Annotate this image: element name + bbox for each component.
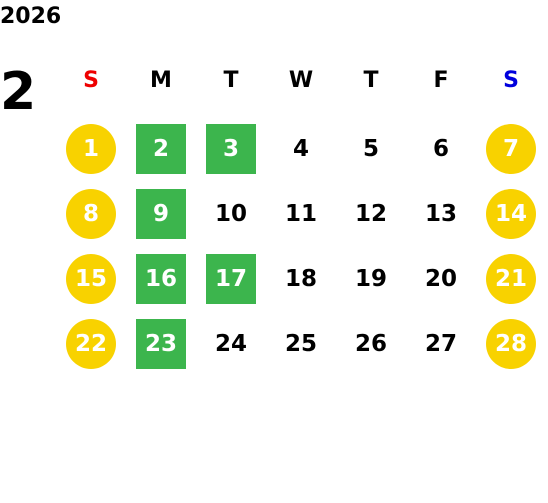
- day-cell: 21: [486, 254, 536, 304]
- day-cell: 23: [136, 319, 186, 369]
- weekday-header: M: [150, 67, 172, 93]
- day-cell: 3: [206, 124, 256, 174]
- day-cell: 25: [284, 331, 317, 357]
- day-cell: 9: [136, 189, 186, 239]
- day-cell: 26: [354, 331, 387, 357]
- day-cell: 2: [136, 124, 186, 174]
- day-cell: 14: [486, 189, 536, 239]
- day-cell: 11: [284, 201, 317, 227]
- day-cell: 1: [66, 124, 116, 174]
- day-cell: 5: [362, 136, 379, 162]
- day-cell: 19: [354, 266, 387, 292]
- day-cell: 7: [486, 124, 536, 174]
- day-cell: 20: [424, 266, 457, 292]
- month-number: 2: [0, 62, 37, 122]
- weekday-header: S: [503, 67, 519, 93]
- day-cell: 8: [66, 189, 116, 239]
- weekday-header: F: [433, 67, 449, 93]
- weekday-header: T: [223, 67, 239, 93]
- year-label: 2026: [0, 4, 62, 29]
- day-cell: 4: [292, 136, 309, 162]
- weekday-header: W: [288, 67, 314, 93]
- day-cell: 12: [354, 201, 387, 227]
- day-cell: 13: [424, 201, 457, 227]
- weekday-header: T: [363, 67, 379, 93]
- day-cell: 6: [432, 136, 449, 162]
- day-cell: 10: [214, 201, 247, 227]
- day-cell: 22: [66, 319, 116, 369]
- weekday-header: S: [83, 67, 99, 93]
- day-cell: 17: [206, 254, 256, 304]
- day-cell: 24: [214, 331, 247, 357]
- day-cell: 16: [136, 254, 186, 304]
- day-cell: 18: [284, 266, 317, 292]
- day-cell: 15: [66, 254, 116, 304]
- day-cell: 28: [486, 319, 536, 369]
- day-cell: 27: [424, 331, 457, 357]
